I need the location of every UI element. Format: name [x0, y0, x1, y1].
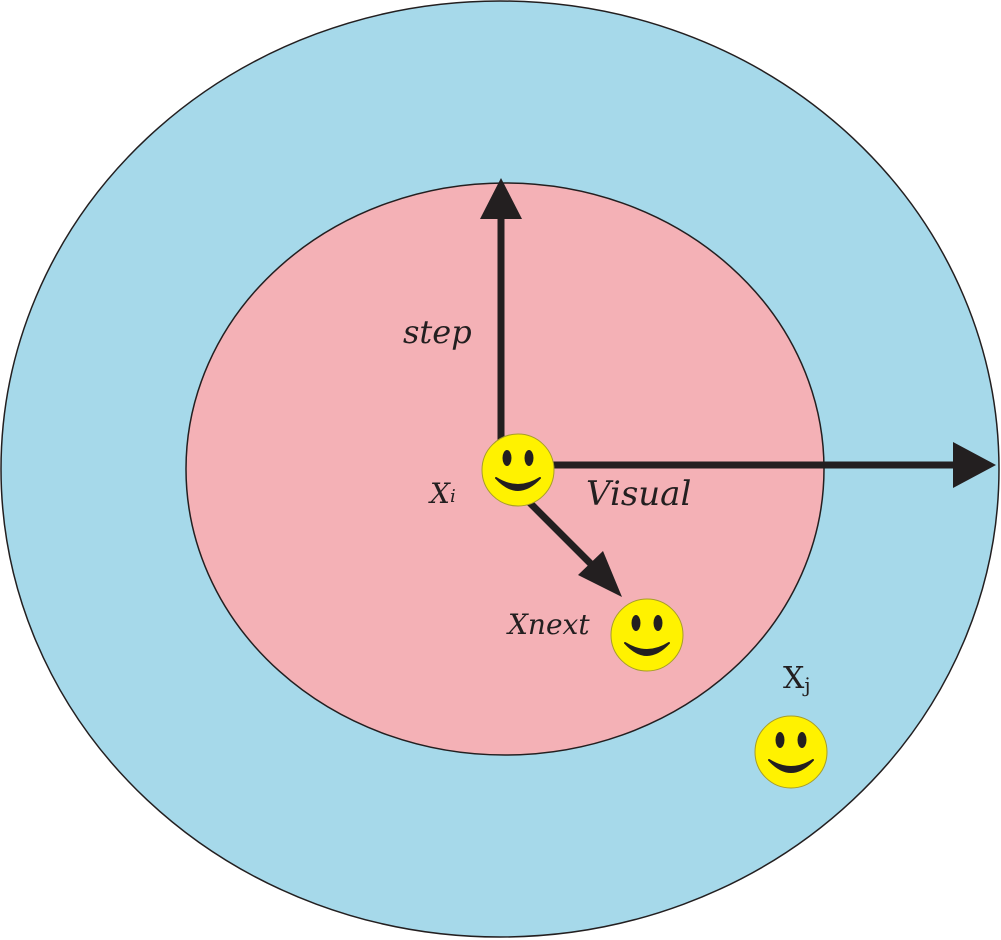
visual-arrow — [520, 442, 996, 488]
step-arrow — [480, 178, 522, 470]
xj-label-main: X — [783, 661, 805, 696]
step-label: step — [403, 313, 472, 351]
smiley-face-icon-xnext — [610, 598, 684, 672]
xnext-label: Xnext — [506, 608, 590, 641]
visual-label: Visual — [586, 474, 691, 514]
next-move-arrow — [524, 497, 622, 597]
xj-label: Xj — [783, 661, 811, 697]
smiley-face-icon-xj — [754, 715, 828, 789]
xj-label-sub: j — [802, 673, 810, 697]
smiley-face-icon-xi — [481, 433, 555, 507]
xi-label-main: X — [428, 477, 451, 510]
xi-label-sub: i — [450, 486, 456, 507]
xi-label: Xi — [428, 477, 456, 510]
